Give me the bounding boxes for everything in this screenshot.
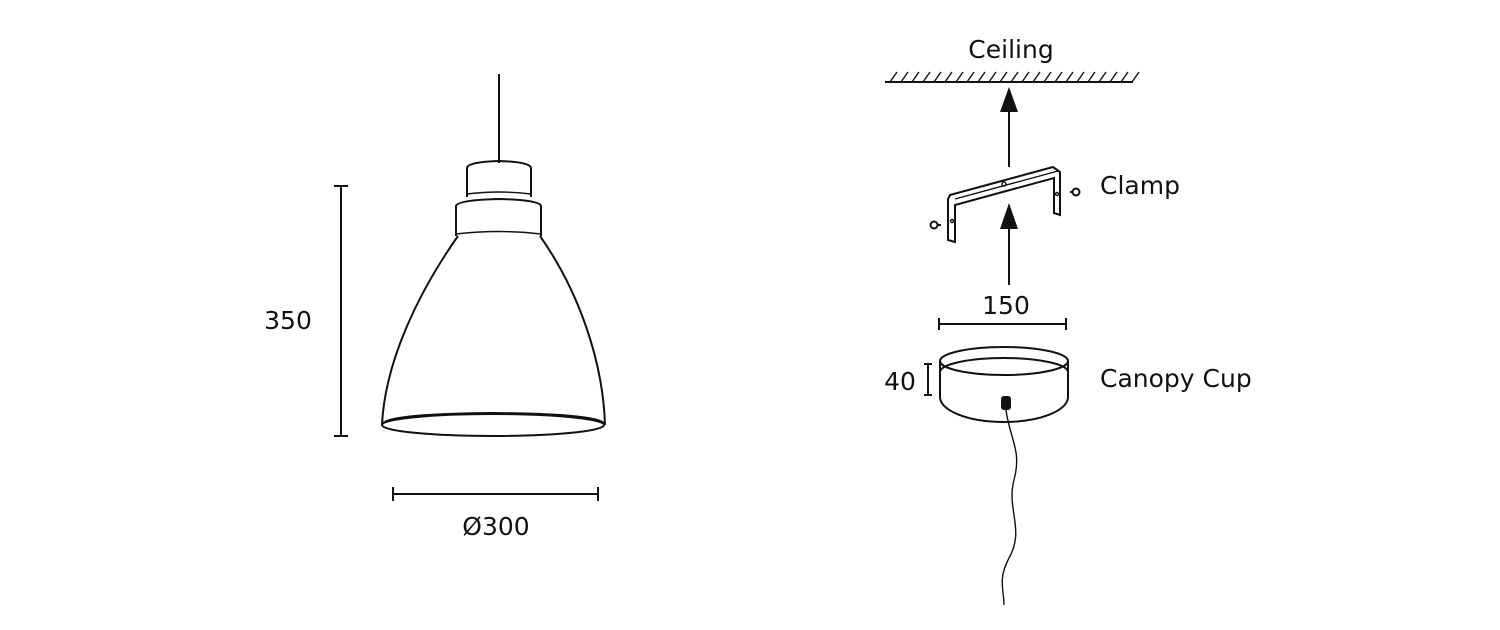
canopy-cup: [939, 346, 1069, 423]
hatch-mark: [922, 71, 931, 83]
clamp-width-label: 150: [982, 291, 1030, 320]
hatch-mark: [1021, 71, 1030, 83]
diameter-dimension: [392, 487, 599, 501]
hatch-mark: [1010, 71, 1019, 83]
pendant-lamp: [381, 74, 606, 437]
lamp-top-cap: [466, 159, 532, 197]
height-label: 350: [264, 306, 312, 335]
hatch-mark: [955, 71, 964, 83]
hatch-mark: [977, 71, 986, 83]
hatch-mark: [944, 71, 953, 83]
hatch-mark: [889, 71, 898, 83]
hatch-mark: [1032, 71, 1041, 83]
hatch-mark: [999, 71, 1008, 83]
hatch-mark: [900, 71, 909, 83]
clamp-bracket: [929, 165, 1081, 244]
clamp-screw-right: [1070, 187, 1081, 197]
hatch-mark: [1076, 71, 1085, 83]
hatch-mark: [966, 71, 975, 83]
hatch-mark: [1120, 71, 1129, 83]
arrow-up-to-clamp: [1000, 203, 1018, 285]
hatch-mark: [1043, 71, 1052, 83]
hatch-mark: [933, 71, 942, 83]
canopy-height-label: 40: [884, 367, 916, 396]
lamp-shade-opening: [381, 413, 605, 437]
ceiling-label: Ceiling: [968, 35, 1053, 64]
hatch-mark: [1065, 71, 1074, 83]
lamp-collar: [455, 197, 542, 236]
clamp-screw-left: [929, 220, 941, 230]
clamp-label: Clamp: [1100, 171, 1180, 200]
hatch-mark: [1131, 71, 1140, 83]
arrow-up-to-ceiling: [1000, 87, 1018, 167]
hatch-mark: [1054, 71, 1063, 83]
clamp-width-dimension: [938, 318, 1067, 330]
hatch-mark: [911, 71, 920, 83]
diameter-label: Ø300: [462, 512, 529, 541]
canopy-height-dimension: [924, 363, 932, 396]
hatch-mark: [988, 71, 997, 83]
lamp-shade: [381, 235, 606, 426]
canopy-cable: [1001, 409, 1018, 606]
ceiling-hatch: [885, 71, 1140, 83]
height-dimension: [334, 185, 348, 437]
hatch-mark: [1109, 71, 1118, 83]
cable-grip: [1001, 396, 1011, 410]
hatch-mark: [1098, 71, 1107, 83]
canopy-label: Canopy Cup: [1100, 364, 1252, 393]
hatch-mark: [1087, 71, 1096, 83]
